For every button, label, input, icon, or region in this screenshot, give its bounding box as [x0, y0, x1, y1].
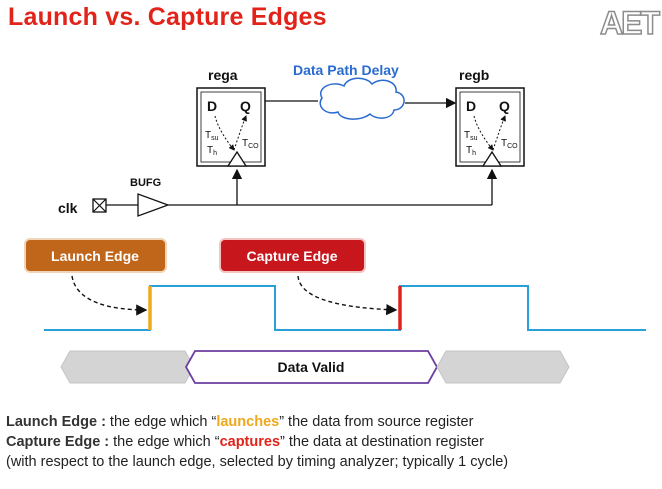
clock-waveform: [44, 285, 646, 331]
svg-text:Th: Th: [207, 145, 217, 157]
clk-port-icon: [92, 198, 107, 213]
capture-edge-box: Capture Edge: [219, 238, 366, 273]
data-valid-window: [184, 350, 439, 384]
register-b: D Q Tsu Th TCO: [455, 87, 525, 167]
svg-text:Tsu: Tsu: [205, 130, 219, 142]
svg-text:Th: Th: [466, 145, 476, 157]
svg-text:Tsu: Tsu: [464, 130, 478, 142]
bufg-label: BUFG: [130, 177, 161, 189]
regb-d-pin: D: [466, 98, 476, 114]
regb-label: regb: [459, 67, 489, 83]
page-title: Launch vs. Capture Edges: [8, 3, 327, 31]
register-a: D Q Tsu Th TCO: [196, 87, 266, 167]
data-path-cloud: [319, 77, 405, 120]
data-invalid-after: [436, 350, 570, 384]
capture-pointer-arrow: [297, 275, 398, 316]
data-invalid-before: [60, 350, 195, 384]
capture-edge-note: (with respect to the launch edge, select…: [6, 454, 509, 470]
launch-edge-label: Launch Edge: [51, 248, 139, 264]
launch-edge-box: Launch Edge: [24, 238, 167, 273]
svg-text:TCO: TCO: [242, 138, 259, 150]
launch-edge-definition: Launch Edge : the edge which “launches” …: [6, 414, 474, 430]
rega-label: rega: [208, 67, 238, 83]
rega-q-pin: Q: [240, 98, 251, 114]
regb-q-pin: Q: [499, 98, 510, 114]
capture-edge-label: Capture Edge: [246, 248, 337, 264]
data-valid-label: Data Valid: [278, 359, 345, 375]
regb-clock-pin: [481, 150, 503, 167]
bufg-buffer-icon: [137, 193, 170, 217]
rega-d-pin: D: [207, 98, 217, 114]
launch-pointer-arrow: [71, 275, 148, 316]
rega-clock-pin: [226, 150, 248, 167]
capture-edge-definition: Capture Edge : the edge which “captures”…: [6, 434, 484, 450]
clk-label: clk: [58, 200, 78, 216]
description: Launch Edge : the edge which “launches” …: [6, 412, 662, 472]
svg-text:TCO: TCO: [501, 138, 518, 150]
aet-logo: AET: [600, 5, 660, 41]
data-path-delay-label: Data Path Delay: [293, 62, 399, 78]
